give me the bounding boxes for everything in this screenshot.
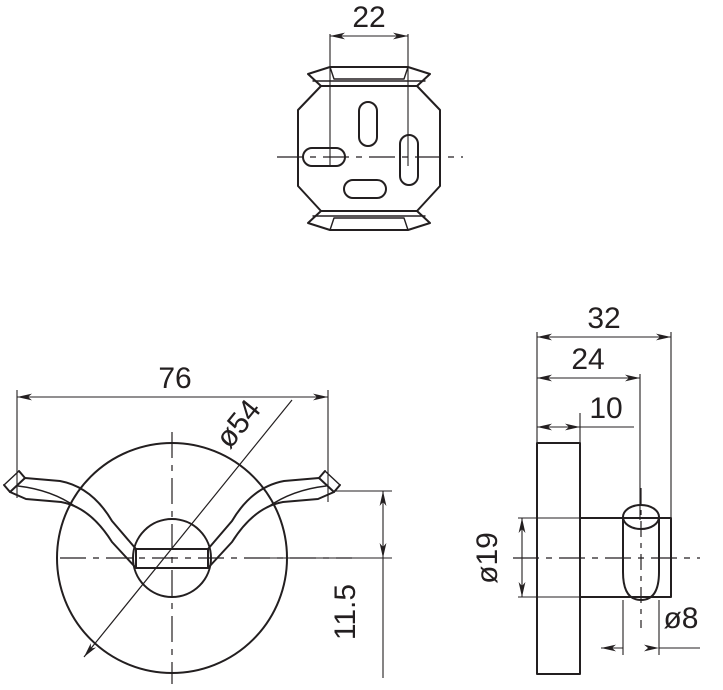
dimension-diameter-19: ø19 [471, 517, 580, 598]
dimension-32: 32 [536, 302, 672, 518]
upper-flange-outline [307, 66, 431, 87]
dimension-label-24: 24 [571, 343, 604, 376]
dimension-76: 76 [16, 362, 329, 502]
slot-right-vertical [399, 134, 419, 186]
hook-arm-left-end-edge [9, 491, 27, 500]
slot-upper-vertical [358, 101, 378, 147]
dimension-22: 22 [329, 1, 409, 166]
hook-arm-right [207, 470, 341, 569]
hook-arm-left [3, 470, 137, 569]
top-view-group: 22 [277, 1, 463, 231]
upper-flange-edge-left [307, 73, 322, 87]
side-view-hook-post [622, 504, 660, 601]
hook-arm-right-tip-edge [324, 470, 341, 486]
hook-arm-right-outline [207, 477, 335, 569]
dimension-label-76: 76 [158, 362, 191, 395]
diameter-54-leader-line [83, 399, 293, 658]
upper-flange-edge-right [416, 73, 431, 87]
top-view-lower-flange [307, 210, 431, 231]
dimension-label-19: ø19 [471, 532, 504, 584]
dimension-label-22: 22 [352, 1, 385, 34]
hook-arm-right-mid-line [267, 485, 327, 508]
dimension-label-11-5: 11.5 [329, 584, 362, 640]
lower-flange-inner [329, 217, 409, 231]
hook-arm-left-mid-line [17, 485, 77, 508]
dimension-11-5: 11.5 [250, 490, 392, 678]
hook-arm-left-outline [9, 477, 137, 569]
side-view-group: 32 24 10 [471, 302, 700, 675]
hook-arm-left-tip-edge [3, 470, 20, 486]
upper-flange-inner [329, 66, 409, 80]
dimension-label-10: 10 [589, 392, 622, 425]
dimension-label-32: 32 [587, 302, 620, 335]
hook-arm-right-end-edge [317, 491, 335, 500]
dimension-label-8: ø8 [663, 602, 698, 635]
front-view-group: 76 [3, 362, 392, 684]
dimension-diameter-8: ø8 [601, 600, 700, 655]
slot-lower-horizontal [343, 179, 387, 199]
hook-arm-left-tip-side [3, 470, 26, 493]
top-view-upper-flange [307, 66, 431, 87]
dimension-24: 24 [537, 343, 641, 520]
lower-flange-outline [307, 210, 431, 231]
dimension-label-54: ø54 [210, 394, 268, 455]
dimension-10: 10 [537, 392, 634, 448]
